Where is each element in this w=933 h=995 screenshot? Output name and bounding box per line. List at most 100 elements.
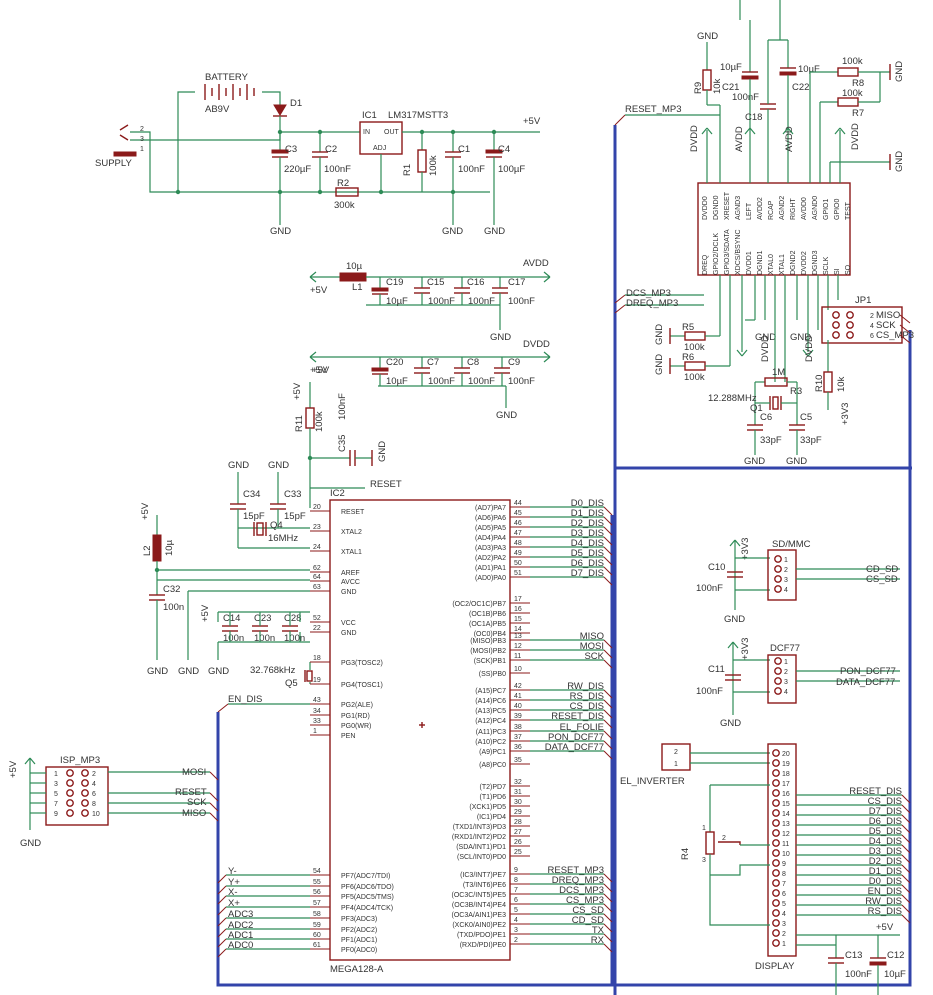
net-label: D7_DIS xyxy=(869,806,902,817)
net-label: DCS_MP3 xyxy=(559,885,604,896)
mp3-pin-name: GPIO2/DCLK xyxy=(713,233,720,275)
svg-text:DREQ_MP3: DREQ_MP3 xyxy=(626,298,678,309)
svg-text:PON_DCF77: PON_DCF77 xyxy=(840,666,896,677)
bus-entry xyxy=(901,824,911,834)
svg-text:GND: GND xyxy=(270,226,291,237)
svg-text:GND: GND xyxy=(724,614,745,625)
mcu-pin-number: 61 xyxy=(313,942,321,949)
mcu-pin-number: 24 xyxy=(313,544,321,551)
dcf-pin xyxy=(774,687,782,695)
svg-text:C35: C35 xyxy=(337,435,348,452)
bus-entry xyxy=(901,834,911,844)
svg-text:C33: C33 xyxy=(284,489,301,500)
svg-text:+5V: +5V xyxy=(310,365,328,376)
jp1-pin-number: 4 xyxy=(870,323,874,330)
bus-entry xyxy=(603,659,613,669)
sd-pin xyxy=(774,565,782,573)
svg-text:2: 2 xyxy=(722,835,726,842)
mcu-ic2: IC2 MEGA128-A RESET20XTAL223XTAL124AREF6… xyxy=(310,488,613,975)
svg-text:BATTERY: BATTERY xyxy=(205,72,249,83)
mcu-pin-name: (IC1)PD4 xyxy=(477,814,506,821)
mcu-pin-number: 62 xyxy=(313,565,321,572)
mcu-pin-name: (AD2)PA2 xyxy=(475,555,506,562)
svg-text:DVDD: DVDD xyxy=(850,123,861,150)
mcu-pin-name: PF4(ADC4/TCK) xyxy=(341,905,393,912)
svg-text:100nF: 100nF xyxy=(468,296,495,307)
display-pin xyxy=(772,809,780,817)
isp-pin xyxy=(66,809,74,817)
svg-text:100nF: 100nF xyxy=(337,393,348,420)
bus-entry xyxy=(901,874,911,884)
sd-pin-number: 1 xyxy=(784,557,788,564)
svg-text:R11: R11 xyxy=(294,415,305,432)
reset-network: +5V +5V R11 100k C35 100nF GND RESET xyxy=(292,365,402,508)
svg-text:GND: GND xyxy=(697,31,718,42)
mp3-pin-name: AVDD2 xyxy=(757,197,764,220)
mp3-pin-name: GPIO3/SDATA xyxy=(724,229,731,275)
svg-text:16MHz: 16MHz xyxy=(268,533,298,544)
mcu-pin-number: 31 xyxy=(514,789,522,796)
display-pin-number: 1 xyxy=(782,941,786,948)
mp3-pin-name: AVDD0 xyxy=(801,197,808,220)
svg-text:100µF: 100µF xyxy=(498,164,525,175)
net-label: RW_DIS xyxy=(865,896,902,907)
mcu-left-pins: RESET20XTAL223XTAL124AREF62AVCC64GND63VC… xyxy=(310,504,394,954)
net-label: RS_DIS xyxy=(868,906,902,917)
svg-text:C34: C34 xyxy=(243,489,260,500)
svg-text:100nF: 100nF xyxy=(508,296,535,307)
net-label: EN_DIS xyxy=(868,886,902,897)
sd-pin-number: 2 xyxy=(784,567,788,574)
mcu-pin-number: 7 xyxy=(514,887,518,894)
svg-text:C8: C8 xyxy=(467,357,479,368)
mcu-pin-number: 3 xyxy=(514,927,518,934)
net-label: MOSI xyxy=(580,641,604,652)
mp3-pin-name: DVDD2 xyxy=(801,251,808,275)
svg-text:GND: GND xyxy=(228,460,249,471)
svg-text:3: 3 xyxy=(702,857,706,864)
display-pin xyxy=(772,839,780,847)
mcu-pin-name: (OC1A)PB5 xyxy=(469,621,506,628)
mcu-pin-name: (A10)PC2 xyxy=(475,739,506,746)
mcu-pin-number: 55 xyxy=(313,879,321,886)
mcu-pin-name: PF1(ADC1) xyxy=(341,937,377,944)
bus-entry xyxy=(603,873,613,883)
supply-label: SUPPLY xyxy=(95,158,132,169)
svg-text:DCF77: DCF77 xyxy=(770,643,800,654)
svg-text:DCS_MP3: DCS_MP3 xyxy=(626,288,671,299)
mcu-pin-number: 16 xyxy=(514,606,522,613)
mcu-pin-number: 9 xyxy=(514,867,518,874)
svg-text:C1: C1 xyxy=(458,144,470,155)
svg-text:GND: GND xyxy=(268,460,289,471)
mcu-pin-name: (OC3A/AIN1)PE3 xyxy=(452,912,507,919)
svg-text:+5V: +5V xyxy=(876,922,894,933)
isp-pin xyxy=(66,789,74,797)
display-pin-number: 18 xyxy=(782,771,790,778)
display-pin xyxy=(772,859,780,867)
svg-text:1: 1 xyxy=(140,146,144,153)
net-label: D6_DIS xyxy=(571,558,604,569)
svg-text:DVDD: DVDD xyxy=(760,335,771,362)
mcu-pin-name: AREF xyxy=(341,570,360,577)
mcu-pin-name: (AD5)PA5 xyxy=(475,525,506,532)
bus-entry xyxy=(899,324,911,334)
crystal-16mhz-section: GND GND C34 15pF C33 15pF Q4 16MHz xyxy=(228,460,310,549)
mp3-pin-name: TEST xyxy=(845,201,852,220)
power-supply-section: SUPPLY 2 3 1 BATTERY AB9V D1 C3 xyxy=(95,72,541,237)
mcu-pin-number: 63 xyxy=(313,584,321,591)
bus-entry xyxy=(901,884,911,894)
bus-entry xyxy=(603,943,613,953)
net-label: EL_FOLIE xyxy=(560,722,604,733)
display-pin-number: 4 xyxy=(782,911,786,918)
mp3-pin-name: RCAP xyxy=(768,200,775,220)
sd-pin xyxy=(774,585,782,593)
svg-text:10µ: 10µ xyxy=(346,261,363,272)
svg-text:MISO: MISO xyxy=(182,808,206,819)
svg-text:100nF: 100nF xyxy=(696,583,723,594)
mcu-pin-name: (OC0)PB4 xyxy=(474,631,506,638)
bus-entry xyxy=(603,903,613,913)
display-pin xyxy=(772,889,780,897)
display-pin xyxy=(772,819,780,827)
